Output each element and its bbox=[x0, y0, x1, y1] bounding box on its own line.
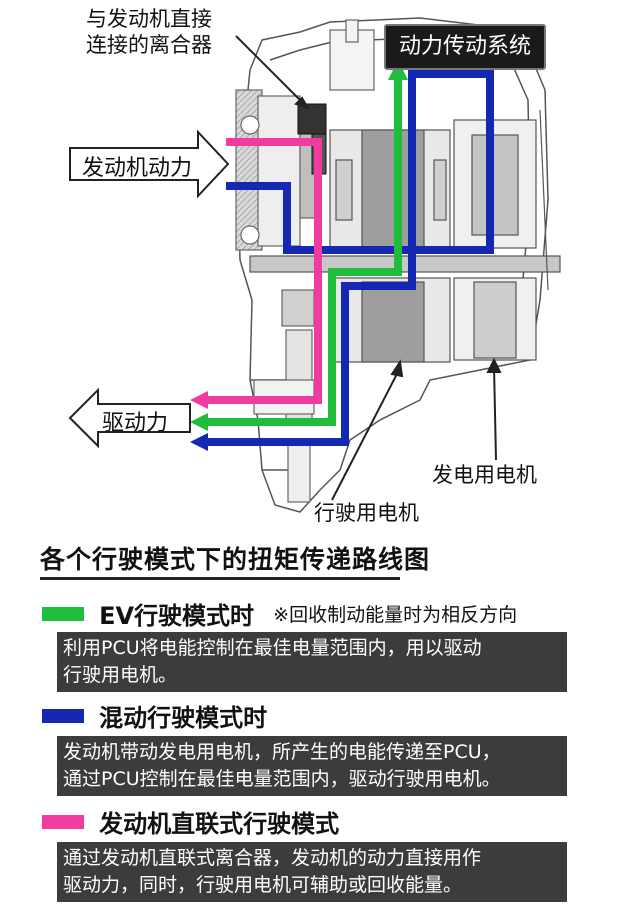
engine-power-label: 发动机动力 bbox=[82, 156, 193, 181]
ev-desc-line1: 利用PCU将电能控制在最佳电量范围内，用以驱动 bbox=[63, 637, 482, 659]
engine-direct-mode-path bbox=[190, 138, 322, 409]
transmission-diagram bbox=[68, 17, 561, 513]
drive-motor-body bbox=[329, 129, 451, 363]
ev-mode-description: 利用PCU将电能控制在最佳电量范围内，用以驱动 行驶用电机。 bbox=[57, 632, 567, 692]
engine-direct-desc-line2: 驱动力，同时，行驶用电机可辅助或回收能量。 bbox=[63, 874, 463, 896]
hybrid-desc-line2: 通过PCU控制在最佳电量范围内，驱动行驶用电机。 bbox=[63, 768, 501, 790]
drivetrain-label: 动力传动系统 bbox=[384, 24, 546, 70]
engine-direct-color-swatch bbox=[42, 814, 84, 829]
ev-mode-name: EV行驶模式时 bbox=[99, 602, 255, 630]
left-housing-details bbox=[235, 89, 319, 503]
drive-motor-label: 行驶用电机 bbox=[314, 501, 419, 525]
engine-direct-desc-line1: 通过发动机直联式离合器，发动机的动力直接用作 bbox=[63, 847, 482, 869]
ev-mode-heading: EV行驶模式时 ※回收制动能量时为相反方向 bbox=[42, 596, 517, 630]
hybrid-mode-path bbox=[190, 70, 494, 451]
hybrid-mode-name: 混动行驶模式时 bbox=[99, 704, 268, 732]
generator-body bbox=[453, 109, 549, 361]
engine-direct-mode-name: 发动机直联式行驶模式 bbox=[99, 810, 340, 838]
top-housing-details bbox=[329, 19, 375, 91]
generator-label: 发电用电机 bbox=[432, 463, 537, 487]
hybrid-color-swatch bbox=[42, 708, 84, 723]
legend-title-underline bbox=[40, 577, 400, 580]
hybrid-mode-description: 发动机带动发电用电机，所产生的电能传递至PCU， 通过PCU控制在最佳电量范围内… bbox=[57, 736, 567, 796]
ev-color-swatch bbox=[42, 606, 84, 621]
drive-force-label: 驱动力 bbox=[102, 411, 169, 436]
engine-direct-mode-heading: 发动机直联式行驶模式 bbox=[42, 804, 339, 838]
legend-title: 各个行驶模式下的扭矩传递路线图 bbox=[40, 545, 431, 574]
hybrid-mode-heading: 混动行驶模式时 bbox=[42, 698, 267, 732]
clutch-label-line2: 连接的离合器 bbox=[86, 33, 212, 57]
hybrid-desc-line1: 发动机带动发电用电机，所产生的电能传递至PCU， bbox=[63, 741, 501, 763]
engine-power-arrow bbox=[69, 129, 230, 199]
main-shaft bbox=[249, 255, 561, 273]
drive-force-arrow bbox=[68, 387, 191, 449]
ev-mode-note: ※回收制动能量时为相反方向 bbox=[273, 604, 518, 626]
leader-lines bbox=[235, 35, 502, 501]
ev-desc-line2: 行驶用电机。 bbox=[63, 664, 178, 686]
engine-direct-mode-description: 通过发动机直联式离合器，发动机的动力直接用作 驱动力，同时，行驶用电机可辅助或回… bbox=[57, 842, 567, 902]
ev-mode-path bbox=[190, 60, 408, 431]
clutch-label-line1: 与发动机直接 bbox=[86, 7, 212, 31]
